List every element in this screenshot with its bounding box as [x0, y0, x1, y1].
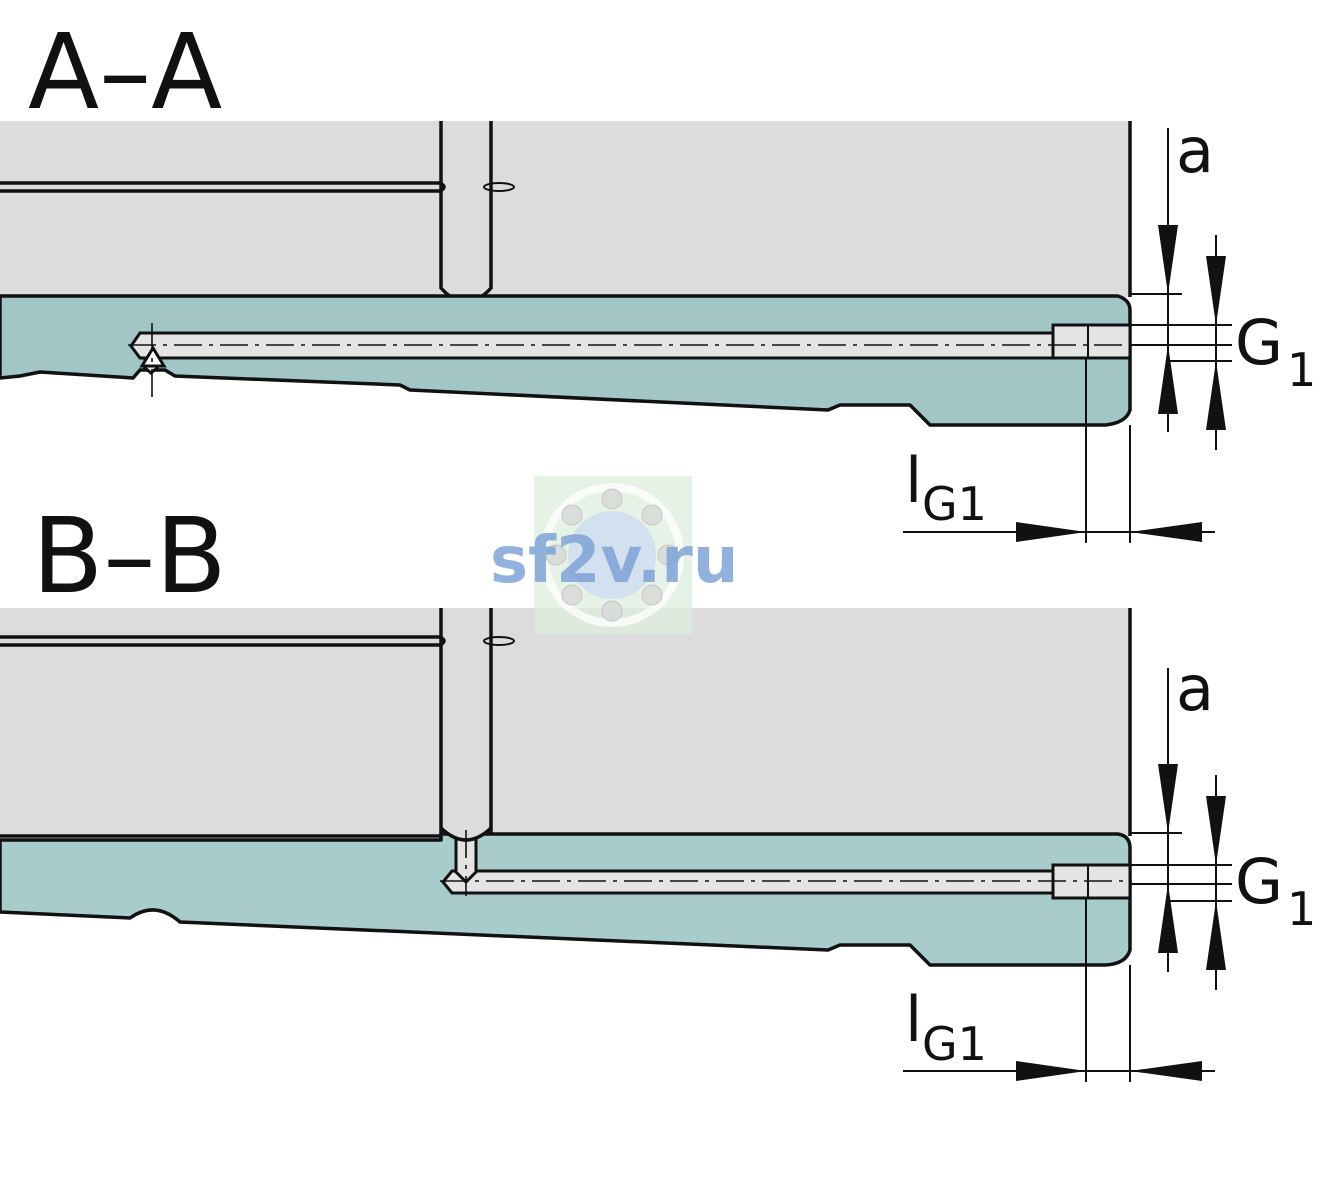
section-a-l-sub: G1: [922, 477, 987, 531]
section-b-l-label: l: [905, 983, 922, 1056]
section-a: A–A a: [0, 11, 1316, 543]
section-b-bore: [441, 869, 1055, 895]
section-a-a-label: a: [1176, 114, 1214, 187]
section-a-g-sub: 1: [1287, 343, 1316, 397]
section-a-title: A–A: [28, 11, 222, 133]
section-b-a-label: a: [1176, 652, 1214, 725]
section-a-l-label: l: [905, 444, 922, 517]
bearing-logo-icon: [540, 483, 684, 627]
section-b-dim-g1: G 1: [1130, 775, 1316, 990]
section-b-g-sub: 1: [1287, 882, 1316, 936]
section-a-housing: [0, 121, 1130, 297]
watermark-text: sf2v.ru: [490, 524, 738, 598]
watermark: sf2v.ru: [490, 476, 738, 634]
section-a-dim-lg1: l G1: [903, 358, 1215, 543]
section-a-g-label: G: [1235, 306, 1283, 379]
section-b-g-label: G: [1235, 845, 1283, 918]
section-b-housing: [0, 608, 1130, 836]
section-b-title: B–B: [32, 495, 227, 617]
section-b-l-sub: G1: [922, 1017, 987, 1071]
section-b-plate: [0, 832, 1132, 967]
section-b: B–B a: [0, 495, 1316, 1082]
section-a-dim-g1: G 1: [1130, 235, 1316, 450]
section-a-dim-a: a: [1130, 114, 1214, 432]
section-a-thread: [1051, 323, 1132, 360]
section-b-dim-lg1: l G1: [903, 898, 1215, 1082]
section-b-dim-a: a: [1130, 652, 1214, 972]
section-a-plate: [0, 294, 1132, 427]
